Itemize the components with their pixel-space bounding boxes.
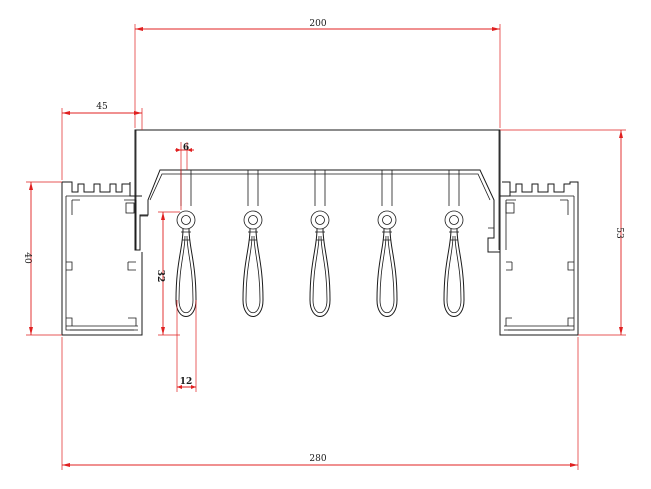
dimension-label-top-width: 200	[309, 19, 326, 29]
central-track-profile	[134, 129, 501, 253]
dimension-label-slot-width: 6	[183, 143, 189, 153]
dimension-layer: 200 45 6 53	[22, 19, 626, 470]
hook-group	[175, 170, 465, 317]
dimension-label-hook-height: 32	[155, 270, 165, 283]
dimension-hook-height: 32	[155, 211, 180, 336]
right-channel-profile	[499, 181, 579, 336]
dimension-top-width: 200	[134, 19, 501, 128]
dimension-hook-width: 12	[176, 300, 197, 392]
dimension-slot-width: 6	[175, 142, 194, 210]
dimension-label-left-channel-width: 45	[96, 102, 108, 112]
hook	[376, 170, 398, 317]
hook	[309, 170, 331, 317]
dimension-left-channel-width: 45	[61, 102, 143, 180]
dimension-label-hook-width: 12	[180, 377, 193, 387]
dimension-label-right-height: 53	[614, 227, 624, 239]
hook	[443, 170, 465, 317]
dimension-label-overall-width: 280	[309, 454, 326, 464]
left-channel-profile	[61, 181, 143, 336]
dimension-label-left-height: 40	[22, 252, 32, 264]
hook	[175, 170, 197, 317]
dimension-left-height: 40	[22, 181, 62, 336]
dimension-overall-width: 280	[61, 337, 579, 470]
dimension-right-height: 53	[500, 129, 626, 336]
hook	[242, 170, 264, 317]
